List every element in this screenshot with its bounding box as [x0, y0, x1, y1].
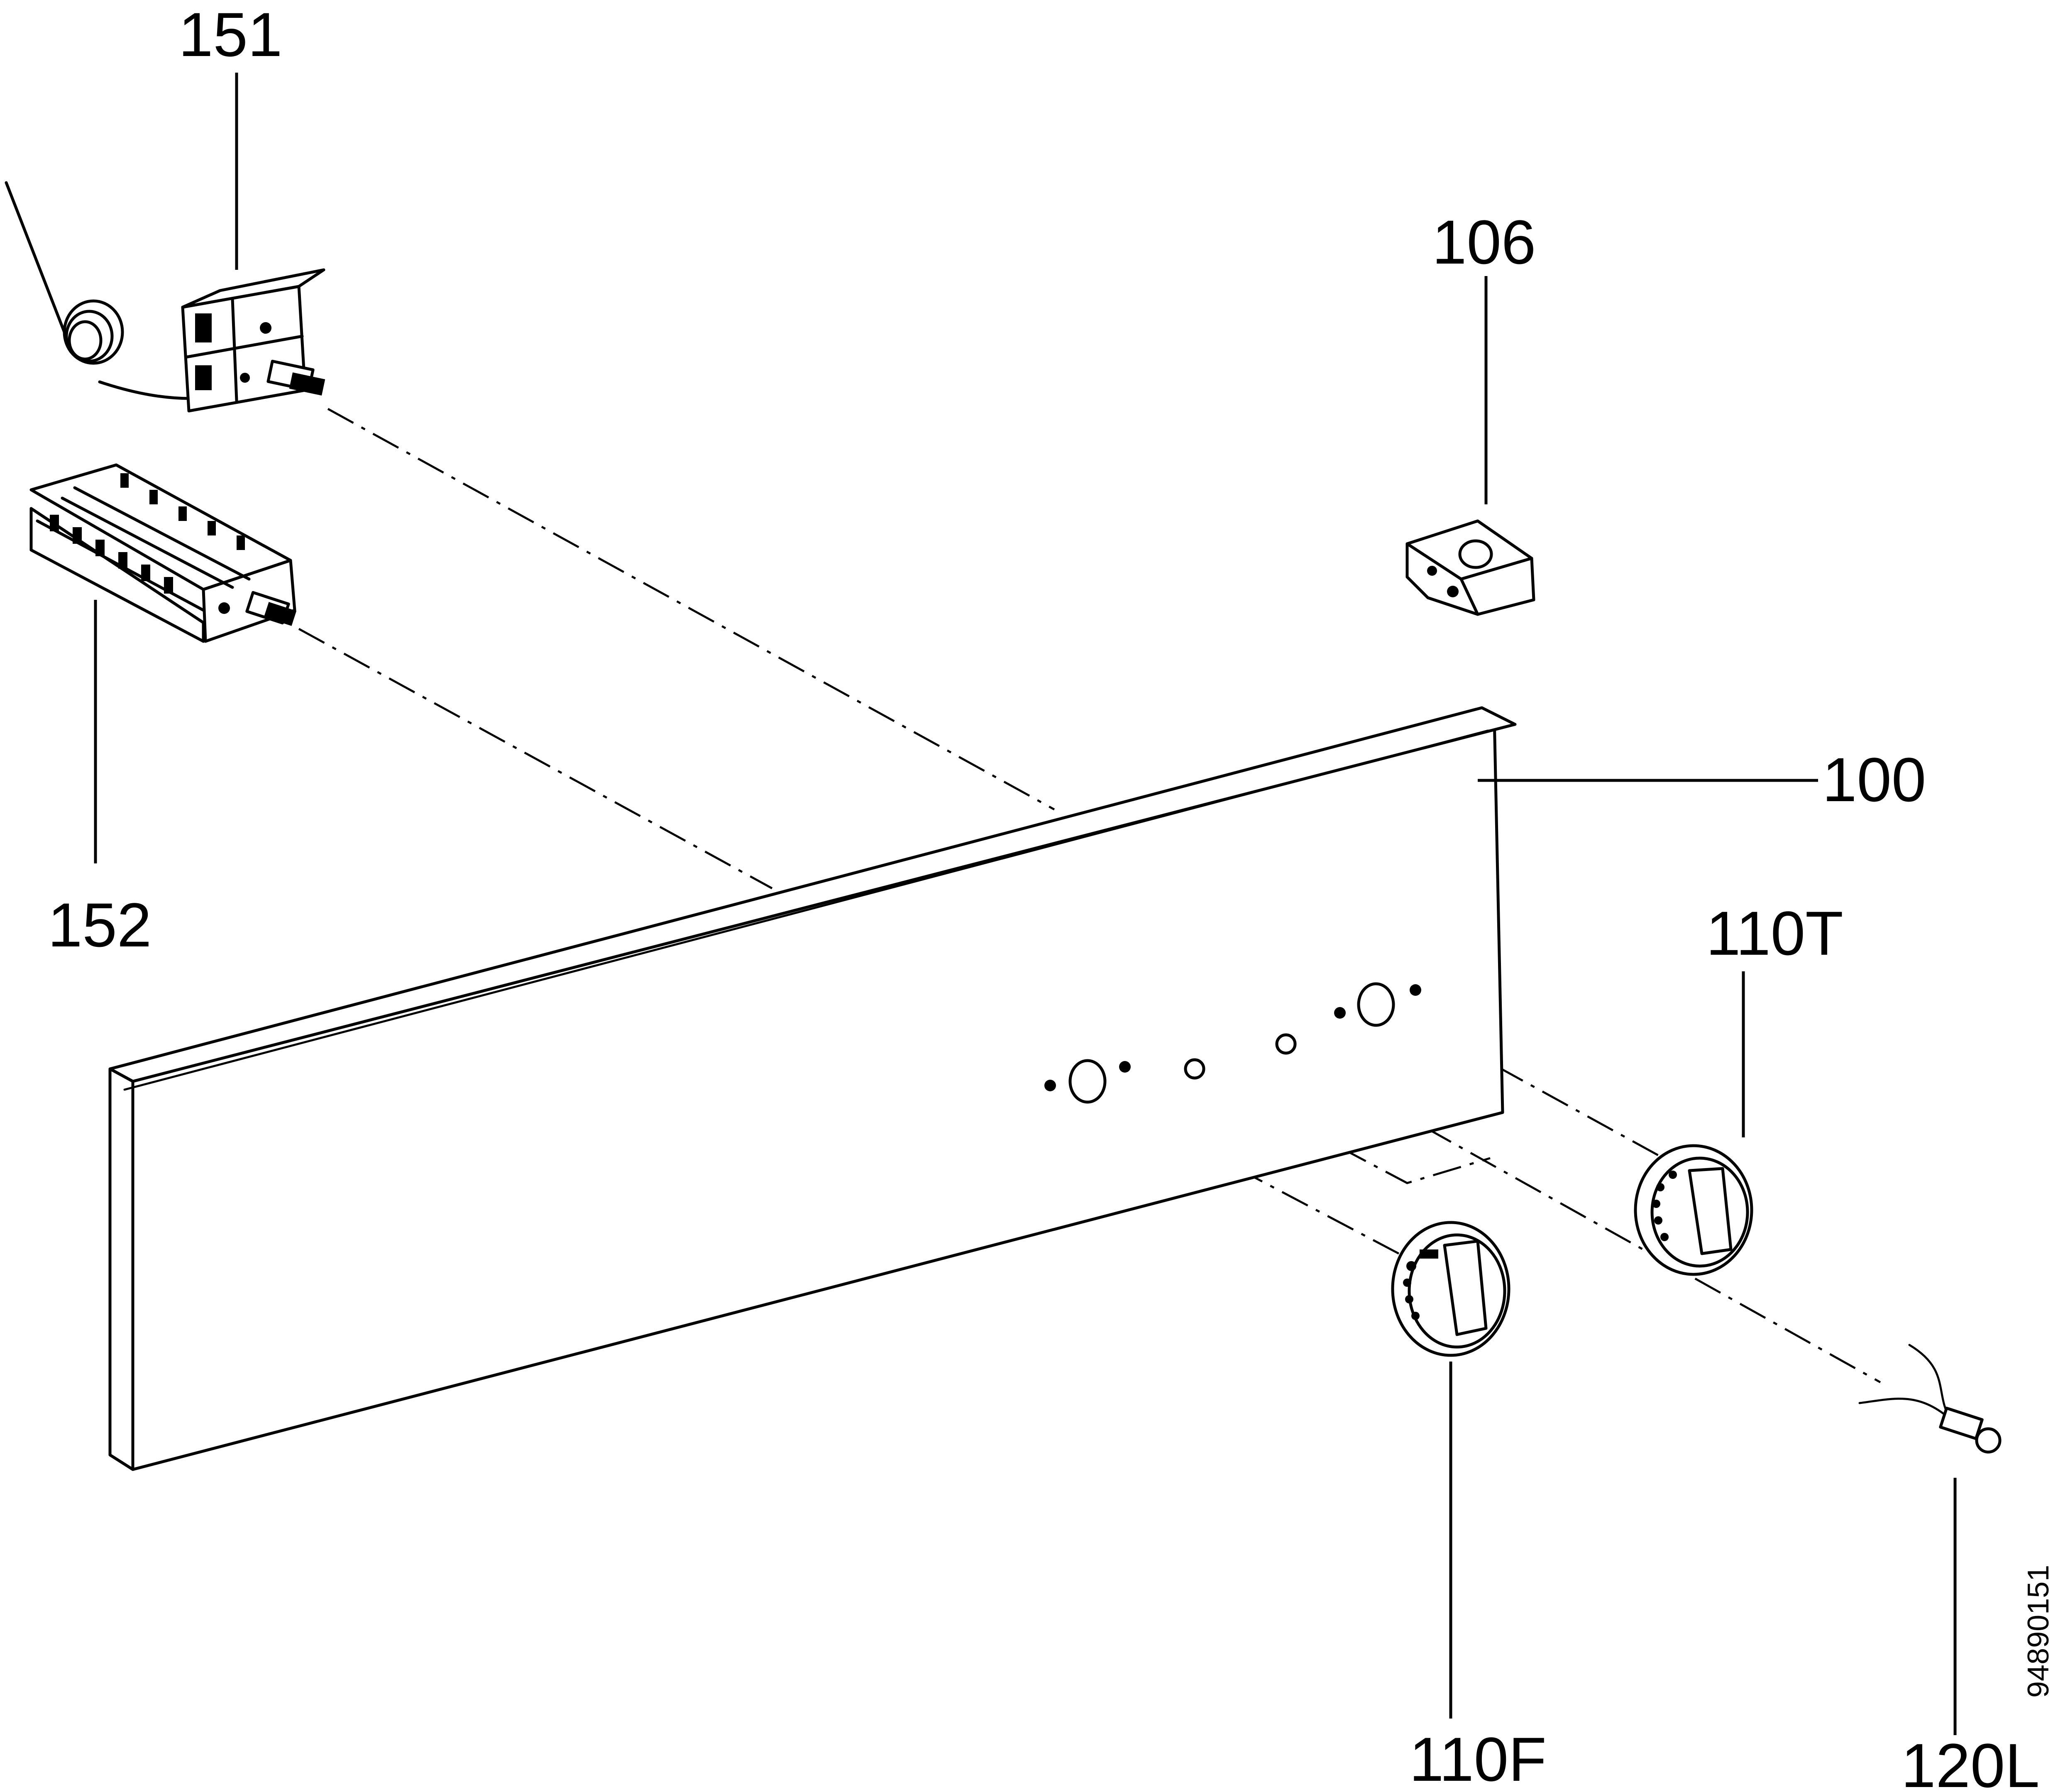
- thermostat-151: [5, 181, 325, 413]
- alignment-line-152: [298, 628, 773, 890]
- knob-110T: [1634, 1144, 1753, 1276]
- clip-side: [1405, 542, 1479, 616]
- hole-mark: [1044, 1080, 1056, 1091]
- label-110F: 110F: [1409, 1724, 1547, 1792]
- label-120L: 120L: [1901, 1731, 2040, 1792]
- panel-holes: [1044, 982, 1421, 1104]
- hole-mark: [1410, 984, 1421, 996]
- switch-shaft: [245, 591, 297, 626]
- indicator-hole-1: [1184, 1058, 1205, 1080]
- knob-hole-left: [1068, 1059, 1107, 1104]
- part-labels: 151 152 106 100 110T 110F 120L: [48, 0, 2040, 1792]
- panel-inner-edge: [123, 729, 1489, 1091]
- lamp-lens: [1975, 1427, 2002, 1454]
- knob-110F: [1391, 1221, 1511, 1357]
- drawing-number: 94890151: [2022, 1565, 2055, 1698]
- indicator-lamp-120L: [1858, 1344, 2002, 1454]
- knob-110T-marks: [1652, 1171, 1677, 1241]
- clip-hole: [1458, 539, 1493, 569]
- panel-left-edge: [108, 1067, 134, 1471]
- thermostat-body-top: [181, 268, 325, 309]
- thermostat-shaft: [266, 359, 325, 396]
- lamp-body: [1939, 1406, 1984, 1440]
- switch-contacts: [50, 473, 245, 594]
- hole-mark: [1119, 1061, 1131, 1073]
- lamp-wire: [1858, 1344, 1952, 1421]
- label-106: 106: [1432, 207, 1536, 277]
- capillary-wire: [5, 181, 193, 400]
- knob-hole-right: [1357, 982, 1395, 1027]
- hole-mark: [1334, 1007, 1346, 1019]
- knob-110T-grip: [1688, 1167, 1733, 1255]
- label-152: 152: [48, 890, 152, 960]
- knob-110F-grip: [1443, 1239, 1488, 1336]
- alignment-line-151: [327, 408, 1055, 811]
- label-100: 100: [1822, 745, 1926, 814]
- clip-106: [1405, 519, 1535, 616]
- panel-front-face: [131, 716, 1504, 1471]
- label-110T: 110T: [1706, 898, 1843, 968]
- indicator-hole-2: [1275, 1033, 1297, 1055]
- capillary-coil: [63, 299, 124, 365]
- control-panel-100: [108, 706, 1517, 1471]
- knob-110F-marks: [1403, 1249, 1438, 1320]
- label-151: 151: [178, 0, 282, 69]
- leader-lines: [94, 73, 1957, 1735]
- selector-switch-152: [29, 463, 297, 643]
